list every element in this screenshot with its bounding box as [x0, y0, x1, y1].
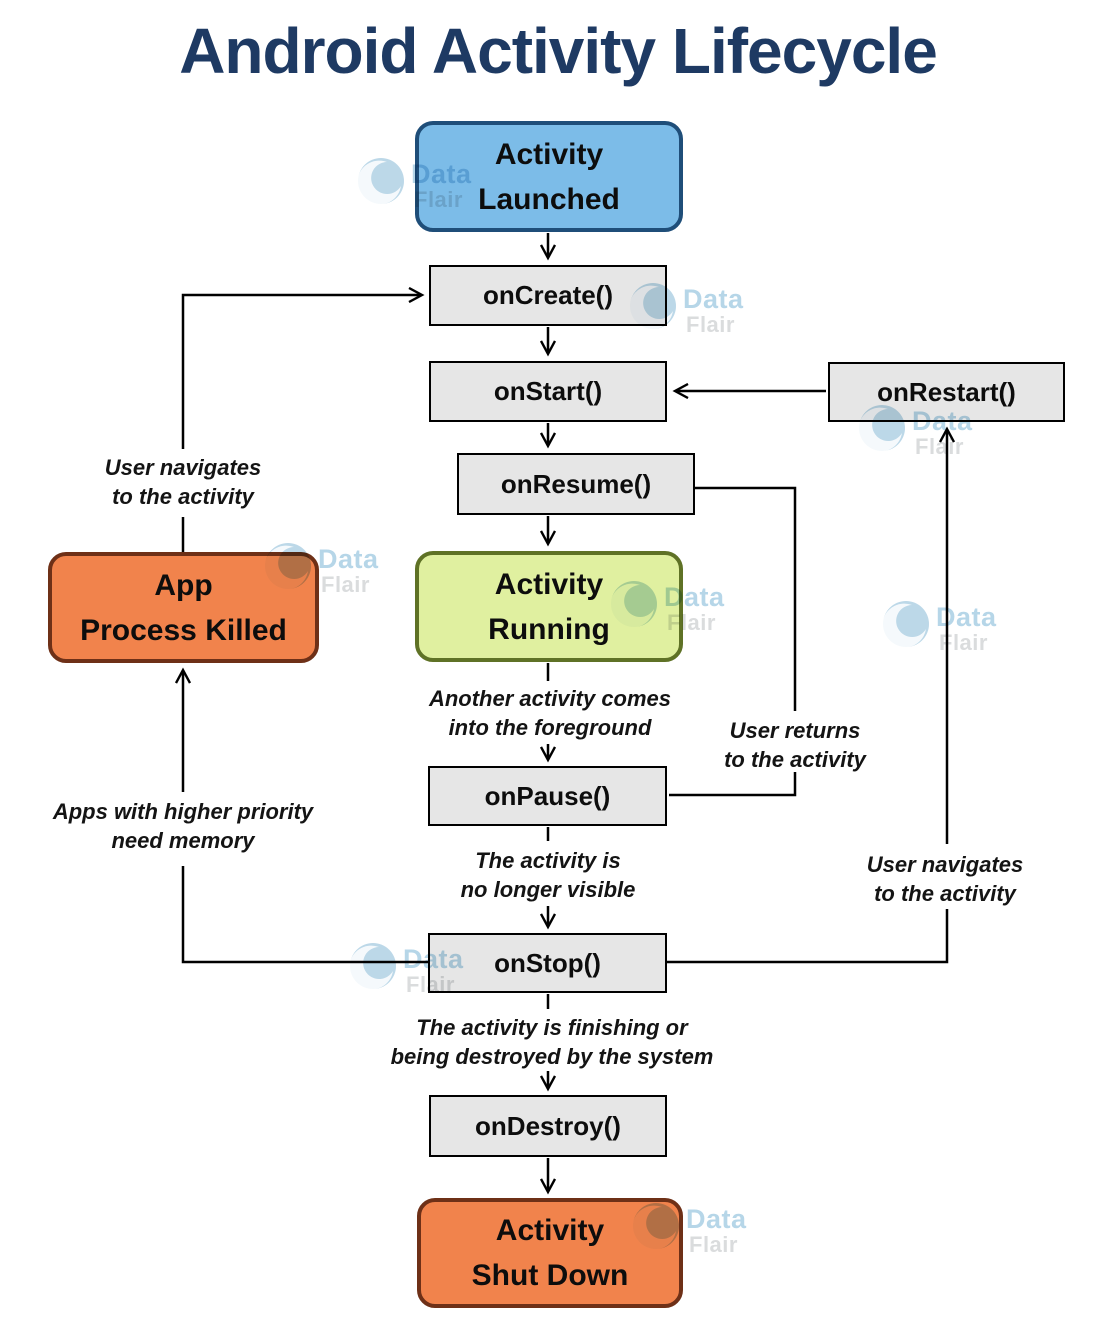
node-on-create: onCreate()	[429, 265, 667, 326]
node-on-restart: onRestart()	[828, 362, 1065, 422]
node-on-resume: onResume()	[457, 453, 695, 515]
edge-pause-to-resume-upper	[695, 486, 797, 711]
node-activity-launched: Activity Launched	[415, 121, 683, 232]
node-on-stop: onStop()	[428, 933, 667, 993]
node-on-destroy: onDestroy()	[429, 1095, 667, 1157]
node-app-process-killed: App Process Killed	[48, 552, 319, 663]
edge-label-no-longer-visible: The activity is no longer visible	[460, 848, 636, 903]
edge-label-user-navigates-right: User navigates to the activity	[866, 852, 1024, 907]
node-activity-shut-down: Activity Shut Down	[417, 1198, 683, 1308]
edge-label-finishing-destroyed: The activity is finishing or being destr…	[390, 1015, 714, 1070]
edge-label-another-activity: Another activity comes into the foregrou…	[428, 686, 672, 741]
node-on-start: onStart()	[429, 361, 667, 422]
edge-stop-to-killed-segment	[181, 866, 428, 964]
page-title: Android Activity Lifecycle	[179, 15, 938, 87]
node-on-pause: onPause()	[428, 766, 667, 826]
edge-killed-to-create-arrow	[181, 295, 421, 449]
edge-label-apps-higher-priority: Apps with higher priority need memory	[52, 799, 314, 854]
edge-pause-to-resume-lower	[669, 772, 797, 797]
edge-stop-to-restart-lower	[667, 909, 949, 964]
edge-label-user-returns: User returns to the activity	[724, 718, 866, 773]
node-activity-running: Activity Running	[415, 551, 683, 662]
edge-label-user-navigates-left: User navigates to the activity	[104, 455, 262, 510]
